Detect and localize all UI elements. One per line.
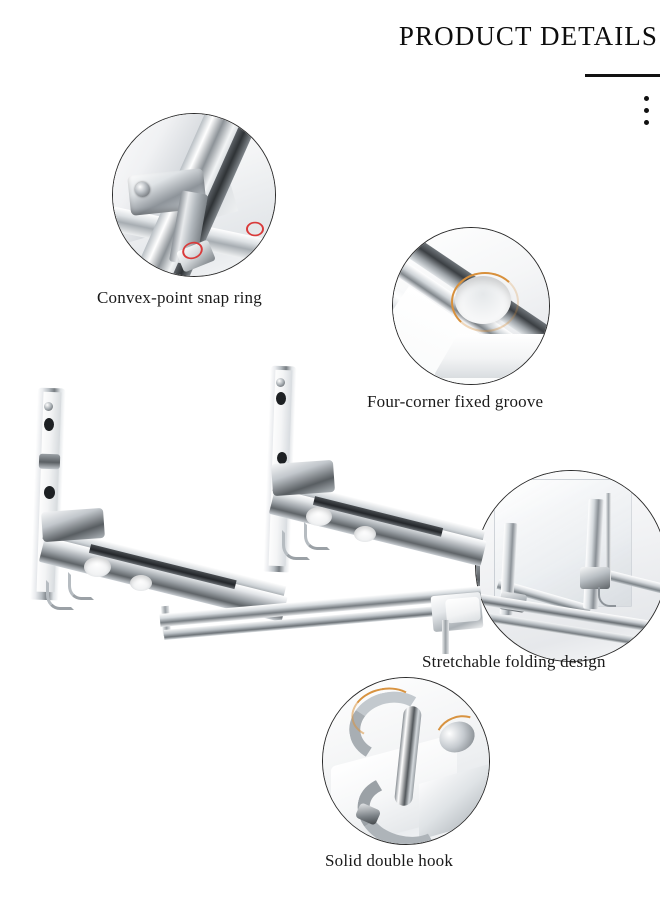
title-dots-decoration xyxy=(644,96,654,132)
rail-right-leg xyxy=(442,620,449,654)
callout-3-photo xyxy=(476,471,660,661)
right-hinge-block xyxy=(270,459,336,497)
caption-four-corner-fixed-groove: Four-corner fixed groove xyxy=(367,392,544,411)
decoration-dot xyxy=(644,96,649,101)
support-cup xyxy=(130,575,152,591)
caption-solid-double-hook: Solid double hook xyxy=(325,851,454,870)
decoration-dot xyxy=(644,108,649,113)
mounting-hole xyxy=(44,486,55,499)
callout-1-photo xyxy=(113,114,275,276)
callout-stretchable-folding-design xyxy=(475,470,660,662)
groove-highlight-ring xyxy=(451,272,519,332)
callout-four-corner-fixed-groove xyxy=(392,227,550,385)
hook-shape xyxy=(598,587,616,607)
double-hook xyxy=(282,530,310,560)
callout-4-photo xyxy=(323,678,489,844)
vertical-rod xyxy=(606,493,611,581)
double-hook xyxy=(68,572,94,600)
double-hook xyxy=(304,522,330,550)
mounting-hole xyxy=(277,452,287,464)
rail-end-cap xyxy=(445,596,481,624)
mounting-hole xyxy=(44,418,54,431)
decoration-dot xyxy=(644,120,649,125)
title-underline-rule xyxy=(585,74,660,77)
page-header: PRODUCT DETAILS xyxy=(240,21,660,52)
callout-solid-double-hook xyxy=(322,677,490,845)
brand-label xyxy=(38,453,61,470)
snap-ring-highlight xyxy=(246,221,264,237)
left-hinge-block xyxy=(41,507,105,543)
callout-convex-point-snap-ring xyxy=(112,113,276,277)
caption-convex-point-snap-ring: Convex-point snap ring xyxy=(97,288,262,307)
callout-2-photo xyxy=(393,228,549,384)
screw-icon xyxy=(135,182,150,197)
support-cup xyxy=(354,526,376,542)
screw-icon xyxy=(44,402,53,411)
support-cup xyxy=(306,507,332,526)
right-hinge-block xyxy=(580,567,610,589)
adjacent-part-fragment xyxy=(476,565,480,593)
screw-icon xyxy=(276,378,285,387)
double-hook xyxy=(46,580,74,610)
caption-stretchable-folding-design: Stretchable folding design xyxy=(422,652,606,671)
mounting-hole xyxy=(276,392,286,405)
page-title: PRODUCT DETAILS xyxy=(398,21,658,51)
main-product-image xyxy=(14,358,487,658)
